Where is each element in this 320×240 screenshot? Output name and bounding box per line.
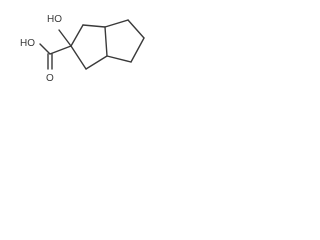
bond-c2-c1 <box>70 24 84 47</box>
bond-c1-c7a <box>82 24 106 28</box>
bond-c3-c2 <box>70 45 87 70</box>
bond-c7-c6 <box>127 19 145 39</box>
acid-hydroxyl-label: HO <box>20 38 35 49</box>
carbonyl-oxygen-label: O <box>46 73 54 84</box>
bond-carboxyl-oh <box>39 43 51 55</box>
bond-c5-c3a <box>106 55 132 63</box>
bond-c7a-c3a <box>104 26 108 57</box>
bond-c2-carboxyl <box>49 45 72 55</box>
bond-c2-oh <box>58 29 72 47</box>
molecule-structure-diagram: HO HO O <box>20 14 145 84</box>
bond-c7a-c7 <box>104 19 129 28</box>
bond-c3a-c3 <box>85 55 108 70</box>
bond-c6-c5 <box>130 37 145 63</box>
hydroxyl-label: HO <box>47 14 62 25</box>
